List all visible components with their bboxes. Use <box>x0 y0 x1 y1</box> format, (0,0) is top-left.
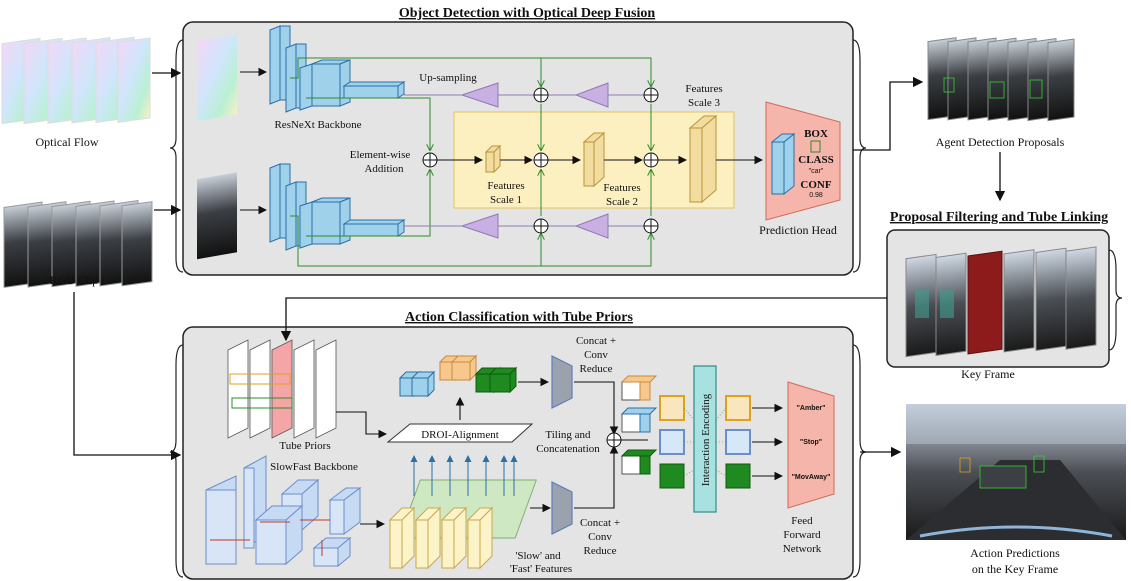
out-amber: "Amber" <box>797 405 826 412</box>
feature-map-scale2 <box>582 131 606 188</box>
upsample-top-1 <box>460 82 499 108</box>
slowfast-backbone <box>205 455 362 568</box>
class-value: "car" <box>809 168 824 175</box>
slowfast-features <box>388 479 537 570</box>
fs3-label-b: Scale 3 <box>688 97 721 109</box>
class-label: CLASS <box>798 154 833 166</box>
action-title: Action Classification with Tube Priors <box>405 310 633 325</box>
sf-features-label-2: 'Fast' Features <box>510 563 572 575</box>
sf-features-label-1: 'Slow' and <box>515 550 561 562</box>
concat-bot-2: Conv <box>588 531 612 543</box>
filtering-title: Proposal Filtering and Tube Linking <box>890 210 1108 225</box>
optical-flow-stack <box>1 36 151 125</box>
rgb-clip-stack <box>3 200 153 289</box>
upsample-bottom-1 <box>460 213 499 239</box>
upsample-bottom-2 <box>574 213 609 239</box>
droi-label: DROI-Alignment <box>421 429 499 441</box>
conf-value: 0.98 <box>809 192 823 199</box>
ffn-label-1: Feed <box>791 515 813 527</box>
ffn-label-3: Network <box>783 543 822 555</box>
feed-forward-network <box>787 381 835 509</box>
action-pred-label-1: Action Predictions <box>970 546 1060 560</box>
agent-proposals-label: Agent Detection Proposals <box>936 135 1065 149</box>
resnext-backbone-bottom <box>269 163 406 251</box>
interaction-encoding <box>693 365 717 513</box>
concat-reduce-bottom <box>551 481 573 535</box>
out-stop: "Stop" <box>800 439 822 446</box>
upsampling-label: Up-sampling <box>419 72 477 84</box>
out-movaway: "MovAway" <box>792 474 831 481</box>
box-icon <box>810 140 821 153</box>
slowfast-label: SlowFast Backbone <box>270 461 358 473</box>
fs1-label-b: Scale 1 <box>490 194 522 206</box>
flow-thumbnail <box>197 34 237 122</box>
agent-proposals-stack <box>927 37 1075 122</box>
optical-flow-label: Optical Flow <box>36 135 99 149</box>
interaction-label: Interaction Encoding <box>700 393 712 486</box>
concat-top-1: Concat + <box>576 335 616 347</box>
tube-priors-label: Tube Priors <box>279 440 330 452</box>
concat-top-3: Reduce <box>580 363 613 375</box>
upsample-top-2 <box>574 82 609 108</box>
elementwise-label-1: Element-wise <box>350 149 411 161</box>
concat-bot-1: Concat + <box>580 517 620 529</box>
droi-alignment <box>386 423 534 443</box>
concat-bot-3: Reduce <box>584 545 617 557</box>
fs2-label-a: Features <box>603 182 640 194</box>
resnext-label: ResNeXt Backbone <box>274 119 361 131</box>
fs3-label-a: Features <box>685 83 722 95</box>
key-frame-stack <box>905 246 1097 358</box>
box-label: BOX <box>804 128 828 140</box>
prediction-head-block <box>770 132 796 196</box>
feature-map-scale3 <box>688 114 718 204</box>
tiling-label-2: Concatenation <box>536 443 600 455</box>
tube-priors-stack <box>227 339 337 439</box>
key-frame-label: Key Frame <box>961 367 1015 381</box>
action-pred-label-2: on the Key Frame <box>972 562 1058 576</box>
fs1-label-a: Features <box>487 180 524 192</box>
concat-top-2: Conv <box>584 349 608 361</box>
tiled-features <box>620 375 658 475</box>
concat-reduce-top <box>551 355 573 409</box>
conf-label: CONF <box>800 179 831 191</box>
rgb-clip-label: RGB Clip <box>50 273 98 287</box>
detection-title: Object Detection with Optical Deep Fusio… <box>399 6 655 21</box>
action-prediction-frame <box>906 404 1126 540</box>
rgb-thumbnail <box>197 172 237 260</box>
fs2-label-b: Scale 2 <box>606 196 638 208</box>
elementwise-label-2: Addition <box>364 163 404 175</box>
ffn-label-2: Forward <box>783 529 821 541</box>
prediction-head-label: Prediction Head <box>759 223 837 237</box>
pooled-features <box>398 354 518 398</box>
tiling-label-1: Tiling and <box>545 429 591 441</box>
feature-map-scale1 <box>484 144 502 174</box>
